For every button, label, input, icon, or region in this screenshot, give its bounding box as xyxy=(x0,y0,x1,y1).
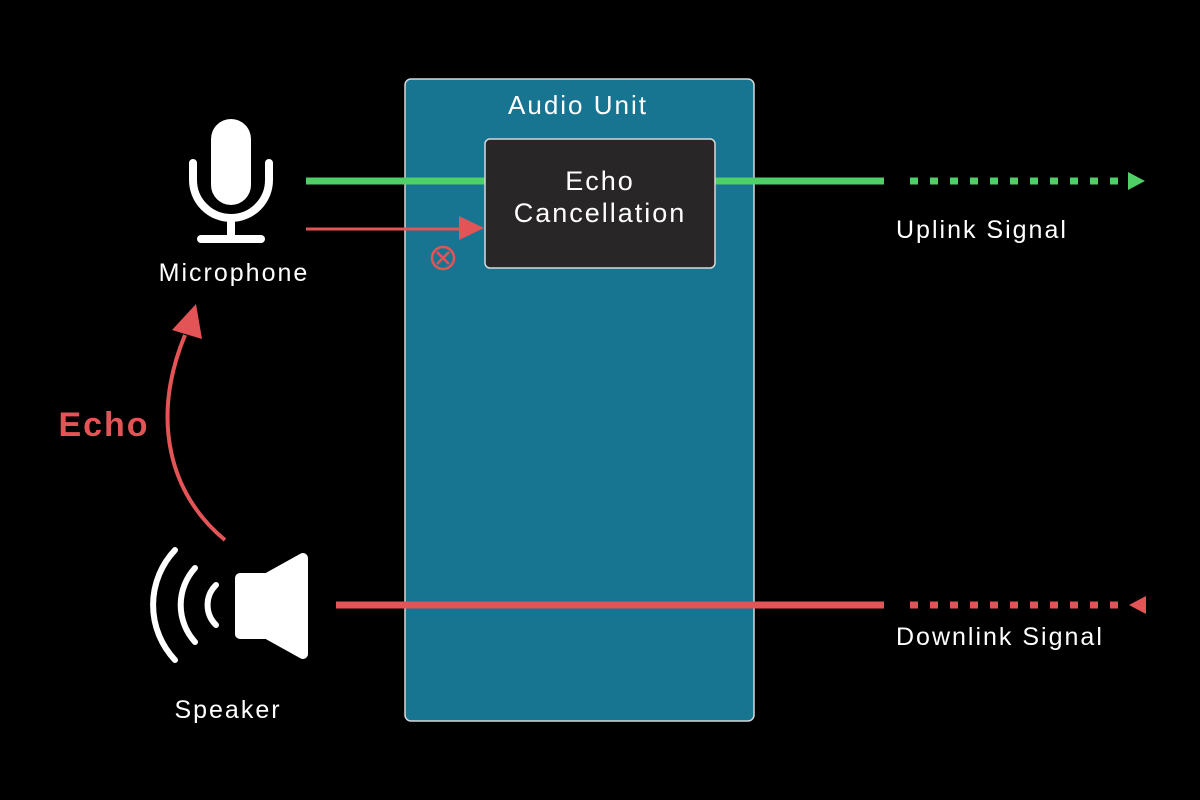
downlink-label: Downlink Signal xyxy=(896,623,1104,651)
echo-cancellation-box xyxy=(484,138,716,269)
echo-curve-arrowhead xyxy=(172,304,202,339)
uplink-arrowhead xyxy=(1128,172,1145,190)
downlink-arrowhead xyxy=(1129,596,1146,614)
microphone-label: Microphone xyxy=(159,259,310,287)
echo-input-arrowhead xyxy=(459,216,484,240)
echo-label: Echo xyxy=(58,406,149,444)
echo-cancellation-label-line2: Cancellation xyxy=(514,198,687,228)
microphone-icon xyxy=(189,119,273,243)
speaker-icon xyxy=(150,547,308,663)
speaker-label: Speaker xyxy=(174,696,281,724)
echo-cancellation-label-line1: Echo xyxy=(565,166,635,196)
audio-unit-title: Audio Unit xyxy=(508,90,648,120)
echo-curve xyxy=(165,334,227,542)
cancel-circle-icon xyxy=(430,245,456,271)
uplink-label: Uplink Signal xyxy=(896,216,1068,244)
